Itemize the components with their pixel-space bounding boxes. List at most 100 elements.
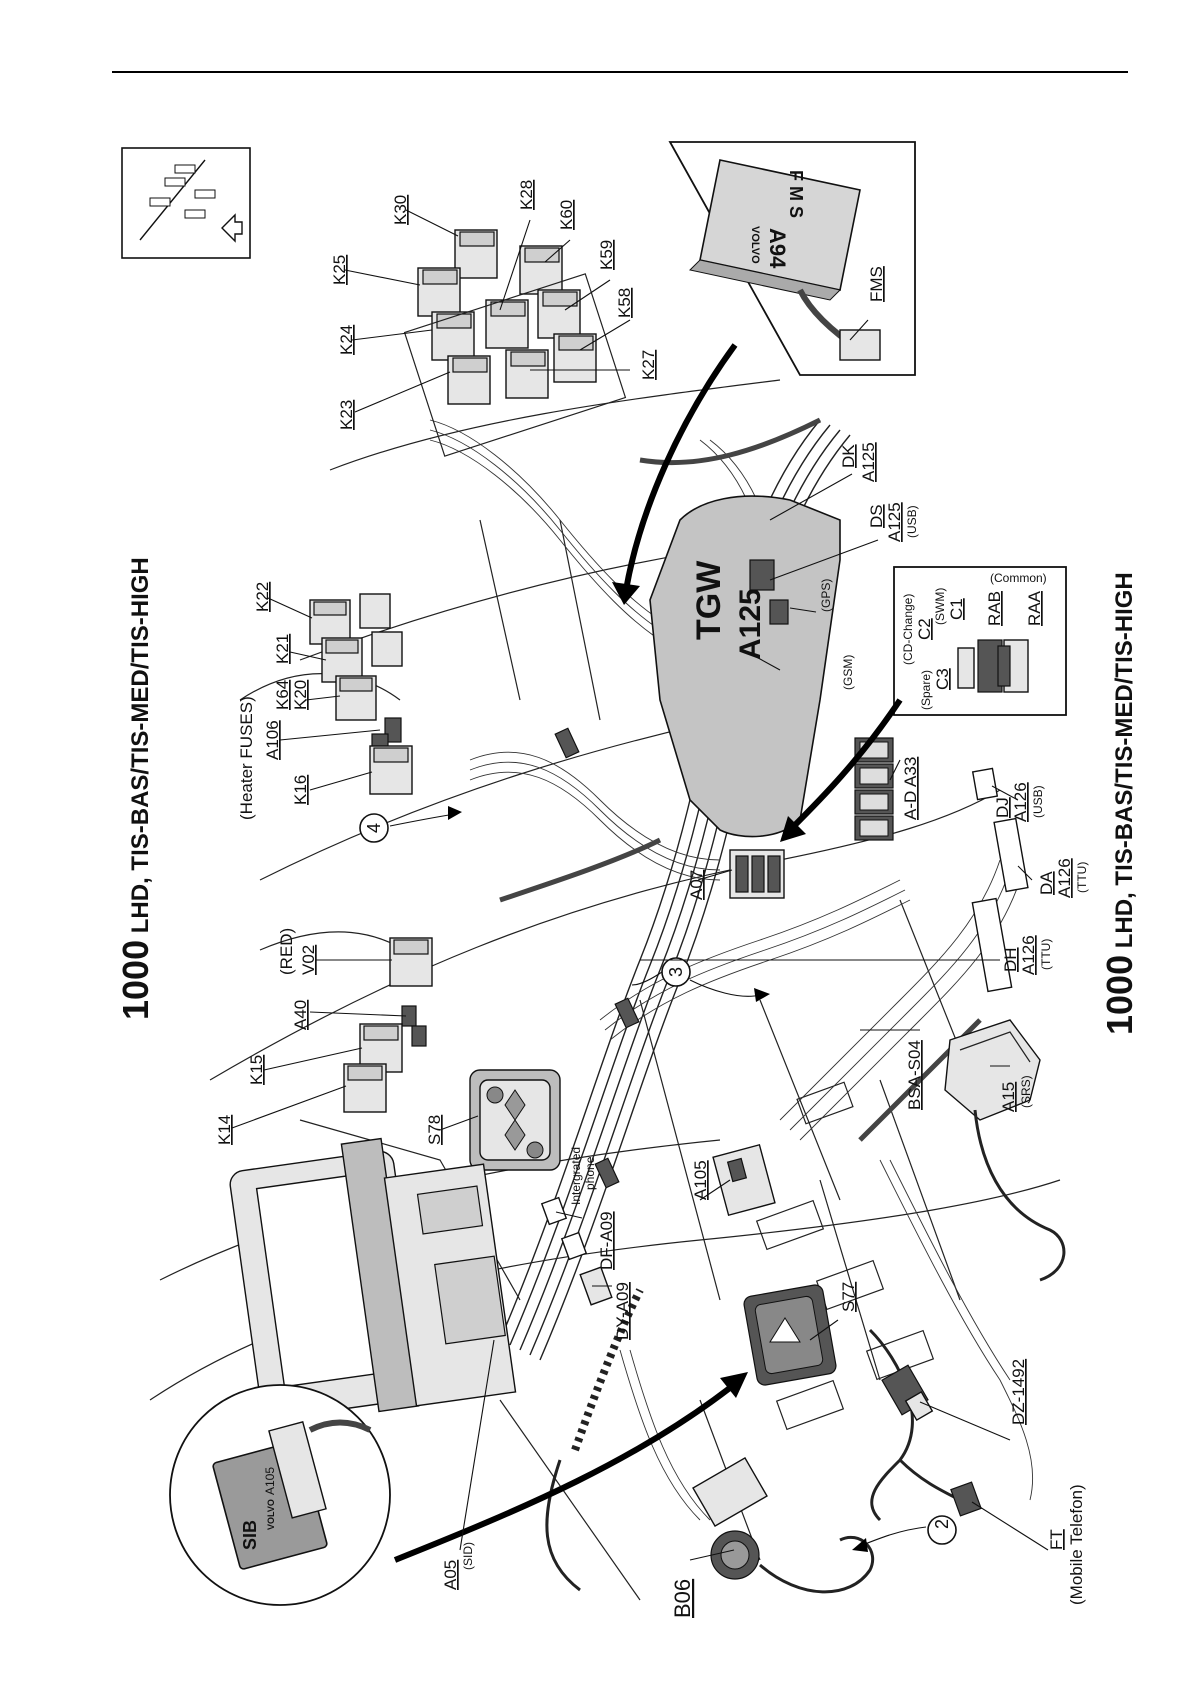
component-b06 — [692, 1456, 875, 1594]
label-k64: K64 — [273, 680, 292, 710]
label-phone: phone — [583, 1156, 597, 1190]
inset-sib: SIB VOLVO A105 — [169, 1384, 391, 1606]
label-a-d-a33: A-D A33 — [901, 757, 920, 820]
label-k60: K60 — [557, 200, 576, 230]
pointer-arrows — [393, 343, 903, 1563]
svg-text:2: 2 — [932, 1519, 952, 1529]
label-dy-a09: DY-A09 — [613, 1282, 632, 1340]
connector-da — [993, 817, 1029, 893]
label-a125-ds: A125 — [885, 502, 904, 542]
label-dj: DJ — [993, 797, 1012, 818]
label-da: DA — [1037, 871, 1056, 895]
label-srs: (SRS) — [1019, 1075, 1033, 1108]
title-bottom: 1000 LHD, TIS-BAS/TIS-MED/TIS-HIGH — [1099, 572, 1140, 1035]
relay-k14 — [343, 1063, 387, 1113]
label-ds: DS — [867, 504, 886, 528]
inset-a94-fms: A94 VOLVO F M S — [668, 141, 916, 376]
relay-k25 — [417, 267, 461, 317]
label-a05: A05 — [441, 1560, 460, 1590]
label-k24: K24 — [337, 325, 356, 355]
display-a05 — [229, 1137, 517, 1420]
label-a126-ttu-2: A126 — [1055, 858, 1074, 898]
label-dz-1492: DZ-1492 — [1009, 1359, 1028, 1425]
label-a126-usb: A126 — [1011, 782, 1030, 822]
relay-block-lower — [343, 937, 433, 1113]
label-a40: A40 — [291, 1000, 310, 1030]
relay-k30 — [454, 229, 498, 279]
label-ttu-2: (TTU) — [1075, 862, 1089, 893]
label-ttu-1: (TTU) — [1039, 939, 1053, 970]
volvo-sib-label: VOLVO — [266, 1499, 276, 1530]
label-heater-fuses: (Heater FUSES) — [237, 696, 256, 820]
relay-k22 — [309, 599, 351, 645]
volvo-a94-label: VOLVO — [749, 226, 761, 264]
callout-2: 2 — [852, 1515, 957, 1552]
label-gps: (GPS) — [819, 579, 833, 612]
callout-3: 3 — [631, 957, 770, 1002]
relay-k64-k20 — [335, 675, 377, 721]
module-a125-tgw: TGW A125 — [649, 495, 841, 838]
label-k20: K20 — [291, 680, 310, 710]
label-a126-ttu-1: A126 — [1019, 935, 1038, 975]
connector-dz-1492 — [868, 1328, 934, 1522]
label-k59: K59 — [597, 240, 616, 270]
tgw-label: TGW — [690, 560, 728, 640]
inset-connector-detail — [893, 566, 1067, 716]
label-cd-change: (CD-Change) — [901, 594, 915, 665]
a125-body-label: A125 — [734, 588, 767, 660]
label-usb-2: (USB) — [905, 505, 919, 538]
label-v02: V02 — [299, 945, 318, 975]
label-a125-dk: A125 — [859, 442, 878, 482]
fuse-a40 — [401, 1005, 427, 1047]
label-mobile-telefon: (Mobile Telefon) — [1067, 1484, 1086, 1605]
sib-label: SIB — [240, 1520, 260, 1550]
title-top: 1000 LHD, TIS-BAS/TIS-MED/TIS-HIGH — [115, 557, 156, 1020]
leader-lines — [231, 209, 1049, 1561]
relay-k15 — [359, 1023, 403, 1073]
label-k23: K23 — [337, 400, 356, 430]
label-fms: FMS — [867, 266, 886, 302]
label-usb-1: (USB) — [1031, 785, 1045, 818]
label-k30: K30 — [391, 195, 410, 225]
label-dh: DH — [1001, 947, 1020, 972]
relay-extra-1 — [359, 593, 391, 629]
label-c3: C3 — [933, 668, 952, 690]
label-bsa-s04: BSA-S04 — [905, 1040, 924, 1110]
label-c2: C2 — [915, 618, 934, 640]
relay-k24 — [431, 311, 475, 361]
orientation-icon — [121, 147, 251, 259]
label-a105: A105 — [691, 1160, 710, 1200]
a105-sib-label: A105 — [263, 1467, 277, 1495]
label-c1: C1 — [947, 598, 966, 620]
svg-text:3: 3 — [666, 967, 686, 977]
relay-v02 — [389, 937, 433, 987]
relay-block-upper — [403, 229, 627, 457]
label-a15: A15 — [999, 1082, 1018, 1112]
label-common-top: (Common) — [990, 571, 1047, 585]
label-s77: S77 — [839, 1282, 858, 1312]
relay-k21 — [321, 637, 363, 683]
label-b06: B06 — [670, 1579, 695, 1618]
relay-k23 — [447, 355, 491, 405]
label-a106: A106 — [263, 720, 282, 760]
label-raa: RAA — [1025, 590, 1044, 626]
connector-ft — [898, 1458, 982, 1517]
label-sid: (SID) — [461, 1542, 475, 1570]
switch-s78 — [469, 1069, 561, 1171]
label-swm: (SWM) — [933, 588, 947, 625]
relay-k60 — [519, 245, 563, 295]
component-labels: K30 K25 K24 K23 K28 K60 K59 K58 K27 K22 … — [215, 180, 1089, 1618]
label-df-a09: DF-A09 — [597, 1211, 616, 1270]
label-k15: K15 — [247, 1055, 266, 1085]
label-rab: RAB — [985, 591, 1004, 626]
relay-k59 — [537, 289, 581, 339]
label-a07: A07 — [687, 870, 706, 900]
relay-block-middle — [309, 593, 413, 795]
label-k25: K25 — [330, 255, 349, 285]
svg-text:4: 4 — [364, 823, 384, 833]
label-intergrated: Intergrated — [569, 1147, 583, 1205]
label-k22: K22 — [253, 582, 272, 612]
label-ft: FT — [1047, 1529, 1066, 1550]
